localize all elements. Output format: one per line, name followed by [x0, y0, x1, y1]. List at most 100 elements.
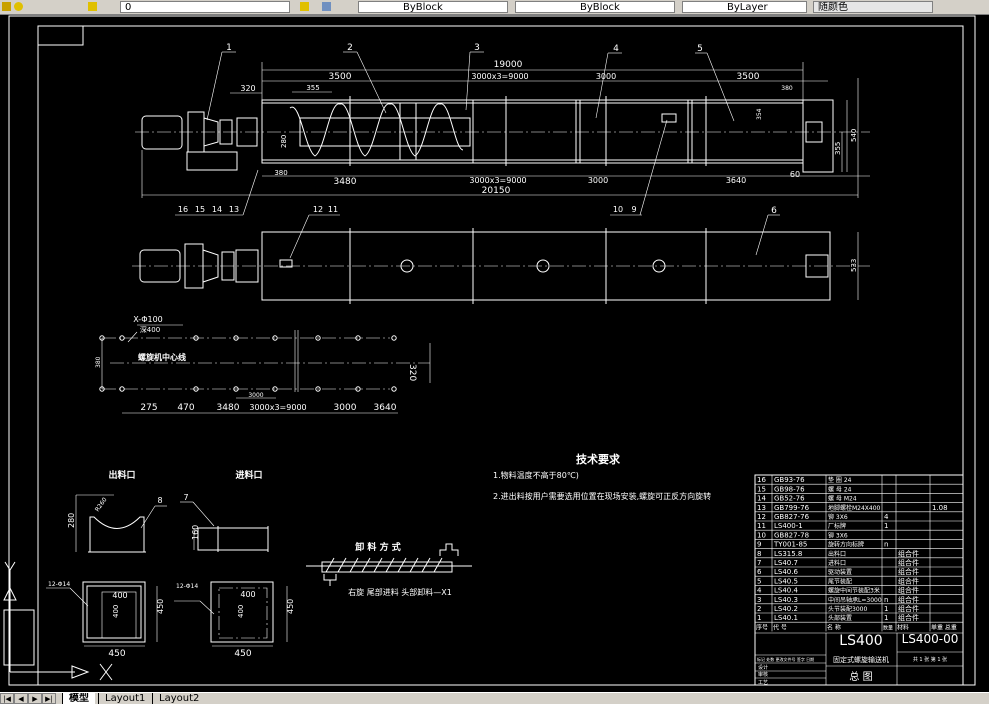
screw-flight — [289, 103, 464, 157]
svg-text:出料口: 出料口 — [108, 469, 135, 481]
outlet-detail: 出料口 280 R260 8 450 400 400 450 12-Φ14 — [46, 469, 167, 659]
dim-text: 3000 — [596, 72, 616, 81]
svg-text:4: 4 — [613, 44, 619, 54]
svg-text:14: 14 — [212, 205, 222, 214]
cell-no: 4 — [757, 587, 762, 595]
make-layer-current-icon[interactable] — [300, 2, 309, 11]
svg-text:400: 400 — [112, 591, 127, 600]
layer-previous-icon[interactable] — [322, 2, 331, 11]
cell-code: LS40.5 — [774, 577, 798, 585]
anchor-hole — [233, 335, 239, 341]
first-tab-button[interactable]: |◀ — [0, 693, 14, 704]
layer-state-icon[interactable] — [2, 2, 11, 11]
cell-name: 螺 母 24 — [828, 485, 852, 493]
next-tab-button[interactable]: ▶ — [28, 693, 42, 704]
cell-mat: 组合件 — [898, 567, 919, 576]
anchor-hole — [119, 386, 125, 392]
sun-icon[interactable] — [14, 2, 23, 11]
cell-name: 头部装置 — [828, 614, 852, 622]
dim-text: 280 — [280, 135, 288, 148]
header-wt: 单重 总重 — [931, 623, 957, 631]
cell-code: LS315.8 — [774, 550, 802, 558]
cell-code: GB52-76 — [774, 495, 805, 503]
color-dropdown[interactable]: ByBlock — [358, 1, 508, 13]
part-balloons: 1 2 3 4 5 6 10 9 12 11 16 15 14 13 — [175, 43, 780, 259]
svg-text:3: 3 — [474, 43, 480, 53]
svg-text:450: 450 — [234, 649, 251, 659]
dim-text: 3500 — [737, 72, 760, 82]
cad-drawing: 19000 3500 3000x3=9000 3000 3500 320 355… — [3, 15, 976, 686]
last-tab-button[interactable]: ▶| — [42, 693, 56, 704]
svg-text:275: 275 — [140, 403, 157, 413]
cell-name: 厂标牌 — [828, 522, 846, 530]
cell-no: 9 — [757, 541, 761, 549]
prev-tab-button[interactable]: ◀ — [14, 693, 28, 704]
svg-text:400: 400 — [240, 590, 255, 599]
cell-code: LS40.2 — [774, 605, 798, 613]
anchor-hole — [391, 386, 397, 392]
cell-code: LS400-1 — [774, 522, 803, 530]
cell-name: 螺旋中间节装配3米 — [828, 587, 880, 595]
dim-text: 355 — [834, 142, 842, 155]
cell-code: LS40.4 — [774, 587, 798, 595]
cell-code: GB98-76 — [774, 485, 805, 493]
dim-text: 3640 — [726, 176, 746, 185]
cell-code: LS40.3 — [774, 596, 798, 604]
corner-box — [37, 25, 84, 46]
layout-tabs-bar: |◀ ◀ ▶ ▶| 模型 Layout1 Layout2 — [0, 692, 989, 704]
svg-text:8: 8 — [157, 496, 162, 505]
tab-layout1[interactable]: Layout1 — [98, 693, 151, 704]
svg-text:450: 450 — [156, 599, 165, 614]
drawing-canvas[interactable]: 19000 3500 3000x3=9000 3000 3500 320 355… — [0, 12, 989, 692]
cell-no: 2 — [757, 605, 761, 613]
svg-text:9: 9 — [631, 205, 636, 214]
anchor-hole — [272, 335, 278, 341]
cell-code: LS40.7 — [774, 559, 798, 567]
svg-text:15: 15 — [195, 205, 205, 214]
cell-code: GB827-76 — [774, 513, 810, 521]
tab-layout2[interactable]: Layout2 — [152, 693, 205, 704]
cell-code: TY001-85 — [773, 541, 807, 549]
tail-bearing — [805, 121, 823, 143]
cell-name: 驱动装置 — [828, 568, 852, 576]
svg-text:1.物料温度不高于80℃): 1.物料温度不高于80℃) — [493, 470, 579, 480]
foundation-layout: X-Φ100 深400 螺旋机中心线 380 320 3000 275 470 … — [95, 315, 431, 414]
sheet-info: 共 1 张 第 1 张 — [913, 656, 947, 663]
rotation-label-plate — [661, 113, 677, 123]
cell-no: 1 — [757, 614, 761, 622]
cell-mat: 组合件 — [898, 558, 919, 567]
lock-icon[interactable] — [88, 2, 97, 11]
cell-name: 铆 3X6 — [828, 513, 848, 521]
cell-name: 螺 母 M24 — [828, 495, 857, 503]
cell-no: 11 — [757, 522, 766, 530]
plotstyle-dropdown[interactable]: 随颜色 — [813, 1, 933, 13]
cell-qty: 1 — [884, 614, 888, 622]
cell-no: 13 — [757, 504, 766, 512]
cell-qty: n — [884, 596, 888, 604]
svg-text:标记 处数 更改文件号 签字 日期: 标记 处数 更改文件号 签字 日期 — [757, 656, 814, 662]
dim-overall: 19000 — [494, 60, 523, 70]
svg-text:右旋 尾部进料 头部卸料—X1: 右旋 尾部进料 头部卸料—X1 — [348, 587, 452, 597]
discharge-scheme: 卸 料 方 式 右旋 尾部进料 头部卸料—X1 — [306, 541, 472, 597]
header-qty: 数量 — [883, 624, 893, 631]
tab-model[interactable]: 模型 — [62, 693, 95, 704]
cell-no: 3 — [757, 596, 761, 604]
layer-dropdown[interactable]: 0 — [120, 1, 290, 13]
nameplate — [279, 259, 293, 268]
svg-text:160: 160 — [191, 525, 200, 540]
cell-code: GB799-76 — [774, 504, 810, 512]
svg-text:12: 12 — [313, 205, 323, 214]
lineweight-dropdown[interactable]: ByLayer — [682, 1, 807, 13]
svg-text:280: 280 — [67, 513, 76, 528]
linetype-dropdown[interactable]: ByBlock — [515, 1, 675, 13]
dim-text: 540 — [850, 129, 858, 142]
dim-text: 3500 — [329, 72, 352, 82]
anchor-hole — [355, 386, 361, 392]
cell-name: 头节装配3000 — [828, 605, 867, 613]
